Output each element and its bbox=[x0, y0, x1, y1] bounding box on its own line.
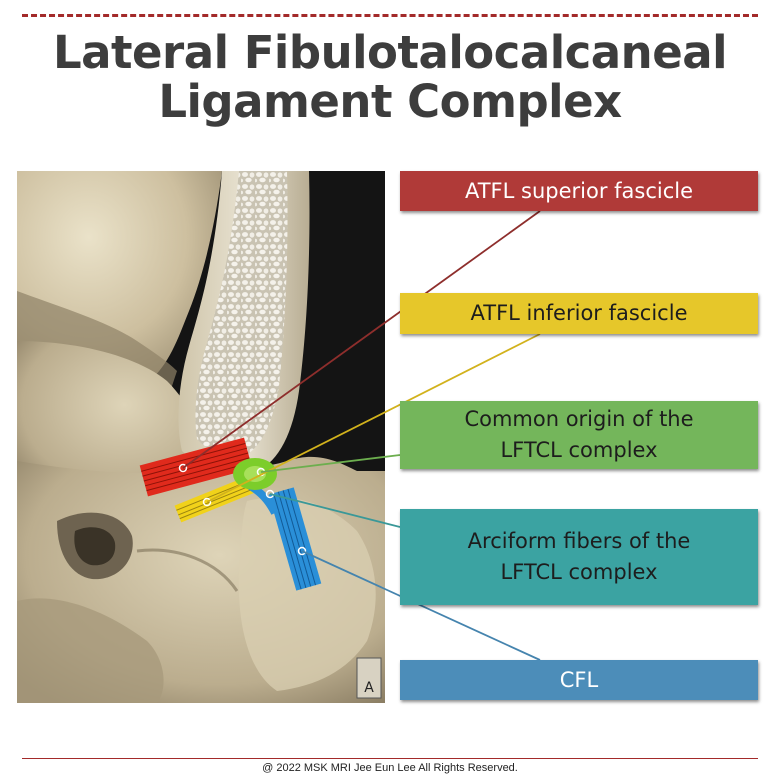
title-line-2: Ligament Complex bbox=[158, 75, 622, 128]
label-common-origin: Common origin of the LFTCL complex bbox=[400, 401, 758, 469]
sinus-tarsi-hole bbox=[74, 527, 116, 566]
copyright-footer: @ 2022 MSK MRI Jee Eun Lee All Rights Re… bbox=[262, 762, 518, 774]
bottom-rule bbox=[22, 758, 758, 759]
label-arciform-line-2: LFTCL complex bbox=[500, 560, 658, 584]
orientation-marker: A bbox=[364, 680, 374, 696]
label-atfl-inferior-text: ATFL inferior fascicle bbox=[470, 301, 688, 325]
label-common-origin-line-1: Common origin of the bbox=[464, 407, 694, 431]
top-dashed-rule bbox=[22, 14, 758, 17]
label-cfl-text: CFL bbox=[559, 667, 599, 692]
title-line-1: Lateral Fibulotalocalcaneal bbox=[52, 26, 728, 79]
label-atfl-superior: ATFL superior fascicle bbox=[400, 171, 758, 211]
label-atfl-superior-text: ATFL superior fascicle bbox=[464, 178, 694, 203]
ankle-3d-render: A bbox=[17, 171, 385, 703]
lower-fold-shadow bbox=[17, 598, 164, 703]
label-atfl-inferior: ATFL inferior fascicle bbox=[400, 293, 758, 334]
page-title: Lateral Fibulotalocalcaneal Ligament Com… bbox=[0, 28, 780, 126]
label-cfl: CFL bbox=[400, 660, 758, 700]
label-common-origin-line-2: LFTCL complex bbox=[500, 438, 658, 462]
label-arciform-line-1: Arciform fibers of the bbox=[467, 529, 691, 553]
bone-crease bbox=[136, 548, 239, 592]
label-arciform-fibers: Arciform fibers of the LFTCL complex bbox=[400, 509, 758, 605]
